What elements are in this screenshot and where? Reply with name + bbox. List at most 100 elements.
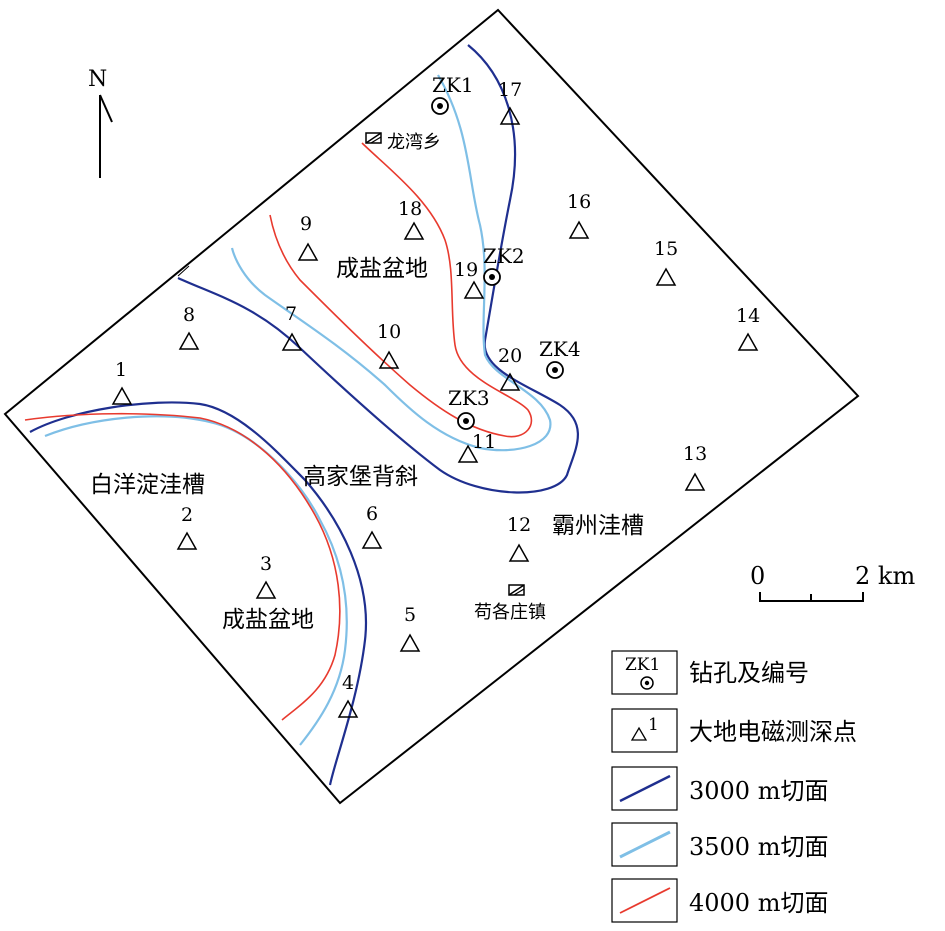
region-label-baiyangdian: 白洋淀洼槽 <box>90 472 205 498</box>
station-label: 20 <box>498 345 522 367</box>
station-triangle-icon <box>499 106 521 125</box>
mt-station-19: 19 <box>454 259 485 299</box>
north-label: N <box>88 67 107 92</box>
station-triangle-icon <box>399 633 421 652</box>
station-label: 14 <box>736 305 760 327</box>
station-triangle-icon <box>630 726 648 741</box>
station-label: 2 <box>181 504 193 526</box>
legend-item-borehole: ZK1 钻孔及编号 <box>611 650 809 695</box>
town-label-longwan: 龙湾乡 <box>387 132 441 153</box>
station-label: 17 <box>498 79 522 101</box>
mt-station-2: 2 <box>176 504 198 550</box>
legend-item-4000m: 4000 m切面 <box>611 878 828 923</box>
station-triangle-icon <box>457 444 479 463</box>
scale-end-label: 2 km <box>855 562 915 590</box>
line-3500-swatch <box>619 830 671 859</box>
station-label: 15 <box>654 238 678 260</box>
mt-station-3: 3 <box>255 553 277 599</box>
station-triangle-icon <box>337 699 359 718</box>
station-label: 10 <box>377 321 401 343</box>
mt-station-8: 8 <box>178 304 200 350</box>
line-4000-swatch <box>619 887 671 914</box>
mt-station-1: 1 <box>111 359 133 405</box>
station-triangle-icon <box>178 331 200 350</box>
station-label: 3 <box>260 553 272 575</box>
legend-3000m-text: 3000 m切面 <box>689 777 828 805</box>
mt-station-6: 6 <box>361 503 383 549</box>
north-arrow: N <box>88 67 113 178</box>
borehole-label: ZK4 <box>539 337 581 361</box>
station-label: 1 <box>115 359 127 381</box>
station-triangle-icon <box>297 242 319 261</box>
borehole-zk3: ZK3 <box>448 386 490 430</box>
station-triangle-icon <box>176 531 198 550</box>
station-triangle-icon <box>378 350 400 369</box>
mt-station-10: 10 <box>377 321 401 369</box>
station-label: 18 <box>398 198 422 220</box>
station-triangle-icon <box>508 543 530 562</box>
survey-inner-line <box>177 265 190 277</box>
station-label: 7 <box>285 303 297 325</box>
mt-station-16: 16 <box>567 191 591 239</box>
contour-3000m <box>29 44 579 786</box>
station-triangle-icon <box>655 267 677 286</box>
station-label: 4 <box>342 672 354 694</box>
legend-4000m-text: 4000 m切面 <box>689 889 828 917</box>
mt-station-20: 20 <box>498 345 522 391</box>
station-label: 5 <box>404 604 416 626</box>
legend-borehole-text: 钻孔及编号 <box>689 659 809 687</box>
station-label: 19 <box>454 259 478 281</box>
legend-station-text: 大地电磁测深点 <box>689 718 857 746</box>
borehole-zk4: ZK4 <box>539 337 581 379</box>
mt-station-5: 5 <box>399 604 421 652</box>
mt-station-7: 7 <box>281 303 303 351</box>
borehole-icon <box>640 676 654 690</box>
town-gouge: 苟各庄镇 <box>474 584 546 623</box>
legend-item-3000m: 3000 m切面 <box>611 766 828 811</box>
mt-station-11: 11 <box>457 431 496 463</box>
region-label-bazhou: 霸州洼槽 <box>552 513 644 539</box>
station-label: 12 <box>507 514 531 536</box>
scale-start-label: 0 <box>750 562 765 590</box>
station-label: 9 <box>300 213 312 235</box>
contour-3500m <box>44 74 552 746</box>
contour-4000m <box>24 142 533 721</box>
survey-area-boundary <box>3 8 860 805</box>
station-triangle-icon <box>403 221 425 240</box>
station-triangle-icon <box>463 280 485 299</box>
region-label-gaojiabao: 高家堡背斜 <box>303 464 418 490</box>
station-label: 11 <box>472 431 496 453</box>
station-triangle-icon <box>737 332 759 351</box>
town-longwan: 龙湾乡 <box>365 132 441 153</box>
station-triangle-icon <box>255 580 277 599</box>
station-triangle-icon <box>568 220 590 239</box>
borehole-label: ZK1 <box>432 73 474 97</box>
station-triangle-icon <box>361 530 383 549</box>
station-label: 8 <box>183 304 195 326</box>
mt-station-9: 9 <box>297 213 319 261</box>
mt-station-18: 18 <box>398 198 425 240</box>
borehole-center-dot <box>437 103 443 109</box>
legend-borehole-symbol-label: ZK1 <box>625 655 660 675</box>
legend: ZK1 钻孔及编号 1 大地电磁测深点 3000 m切面 3500 m切面 40… <box>611 650 857 923</box>
line-3000-swatch <box>619 774 671 803</box>
borehole-label: ZK2 <box>483 244 525 268</box>
mt-station-14: 14 <box>736 305 760 351</box>
legend-item-station: 1 大地电磁测深点 <box>611 708 857 753</box>
mt-station-13: 13 <box>683 443 707 491</box>
mt-station-12: 12 <box>507 514 531 562</box>
scale-bar: 0 2 km <box>750 562 915 602</box>
station-triangle-icon <box>684 472 706 491</box>
mt-station-17: 17 <box>498 79 522 125</box>
station-triangle-icon <box>111 386 133 405</box>
legend-3500m-text: 3500 m切面 <box>689 833 828 861</box>
borehole-center-dot <box>552 367 558 373</box>
station-triangle-icon <box>499 372 521 391</box>
mt-station-15: 15 <box>654 238 678 286</box>
station-label: 13 <box>683 443 707 465</box>
borehole-center-dot <box>463 418 469 424</box>
borehole-zk2: ZK2 <box>483 244 525 286</box>
station-label: 6 <box>366 503 378 525</box>
town-label-gouge: 苟各庄镇 <box>474 602 546 623</box>
